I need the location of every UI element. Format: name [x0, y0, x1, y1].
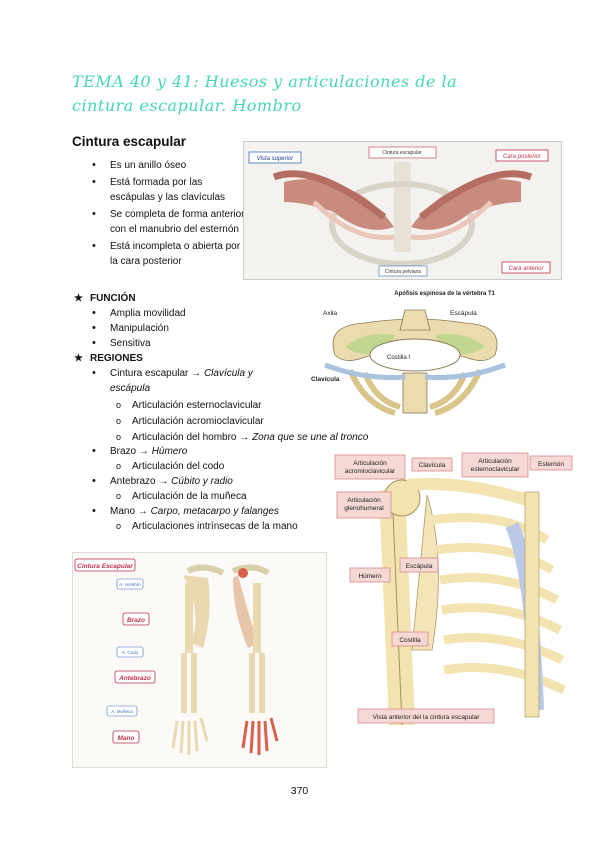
figure-tag: A. Codo — [122, 650, 139, 655]
figure-tag: A. Hombro — [119, 582, 141, 587]
section-heading: Cintura escapular — [72, 134, 187, 149]
figure-label: Cintura pelviana — [385, 269, 421, 275]
figure-tag: Vista superior — [257, 156, 295, 162]
figure-tag: Cara anterior — [508, 266, 544, 272]
page-number: 370 — [290, 785, 309, 797]
funcion-heading: ★FUNCIÓN — [74, 293, 136, 304]
star-icon: ★ — [74, 293, 83, 304]
list-item: Articulación del codo — [110, 459, 350, 474]
figure-tag: Cara posterior — [503, 154, 542, 160]
figure-label: Axila — [323, 310, 337, 317]
list-item: Mano → Carpo, metacarpo y falanges — [88, 504, 348, 519]
list-item: Está formada por las escápulas y las cla… — [88, 175, 248, 205]
regiones-list: Antebrazo → Cúbito y radio — [88, 474, 328, 491]
figure-tag: Cintura Escapular — [77, 563, 133, 570]
shoulder-girdle-superior-figure: Vista superior Cara posterior Cara anter… — [243, 141, 562, 280]
star-icon: ★ — [74, 353, 83, 364]
list-item: Articulación esternoclavicular — [110, 398, 410, 413]
list-item: Articulación de la muñeca — [110, 489, 350, 504]
list-item: Sensitiva — [88, 336, 288, 351]
sublist: Articulación de la muñeca — [110, 489, 350, 506]
list-item: Articulación acromioclavicular — [110, 414, 410, 429]
figure-caption: Vista anterior del la cintura escapular — [373, 714, 481, 721]
figure-label: Clavícula — [419, 462, 446, 469]
list-item: Antebrazo → Cúbito y radio — [88, 474, 328, 489]
figure-label: Cintura escapular — [382, 150, 422, 156]
list-item: Articulaciones intrínsecas de la mano — [110, 519, 350, 534]
figure-label: Escápula — [406, 563, 433, 570]
figure-tag: Mano — [118, 735, 135, 742]
figure-tag: Antebrazo — [118, 675, 151, 682]
list-item: Articulación del hombro → Zona que se un… — [110, 430, 410, 445]
regiones-list: Brazo → Húmero — [88, 444, 328, 461]
regiones-heading: ★REGIONES — [74, 353, 143, 364]
figure-label: Clavícula — [311, 376, 340, 383]
regiones-list: Mano → Carpo, metacarpo y falanges — [88, 504, 348, 521]
list-item: Manipulación — [88, 321, 288, 336]
list-item: Se completa de forma anterior con el man… — [88, 207, 248, 237]
figure-label: Costilla — [399, 637, 421, 644]
list-item: Está incompleta o abierta por la cara po… — [88, 239, 248, 269]
page-title: TEMA 40 y 41: Huesos y articulaciones de… — [72, 72, 458, 115]
list-item: Cintura escapular → Clavícula y escápula — [88, 366, 260, 396]
figure-label: Costilla I — [387, 355, 410, 361]
figure-label: Húmero — [358, 573, 382, 580]
figure-label: Escápula — [450, 310, 477, 317]
regiones-list: Cintura escapular → Clavícula y escápula — [88, 366, 368, 398]
intro-list: Es un anillo óseo Está formada por las e… — [88, 158, 248, 271]
list-item: Brazo → Húmero — [88, 444, 328, 459]
list-item: Amplia movilidad — [88, 306, 288, 321]
thoracic-ring-figure: Apófisis espinosa de la vértebra T1 Axil… — [305, 285, 525, 425]
sublist: Articulaciones intrínsecas de la mano — [110, 519, 350, 536]
sublist: Articulación del codo — [110, 459, 350, 476]
funcion-list: Amplia movilidad Manipulación Sensitiva — [88, 306, 288, 351]
figure-tag: A. Muñeca — [111, 709, 133, 714]
figure-tag: Brazo — [127, 617, 145, 624]
upper-limb-bones-figure: Cintura Escapular A. Hombro Brazo A. Cod… — [72, 552, 327, 768]
sublist: Articulación esternoclavicular Articulac… — [110, 398, 410, 447]
figure-label: Esternón — [538, 461, 564, 468]
list-item: Es un anillo óseo — [88, 158, 248, 173]
figure-label: Apófisis espinosa de la vértebra T1 — [394, 291, 495, 297]
